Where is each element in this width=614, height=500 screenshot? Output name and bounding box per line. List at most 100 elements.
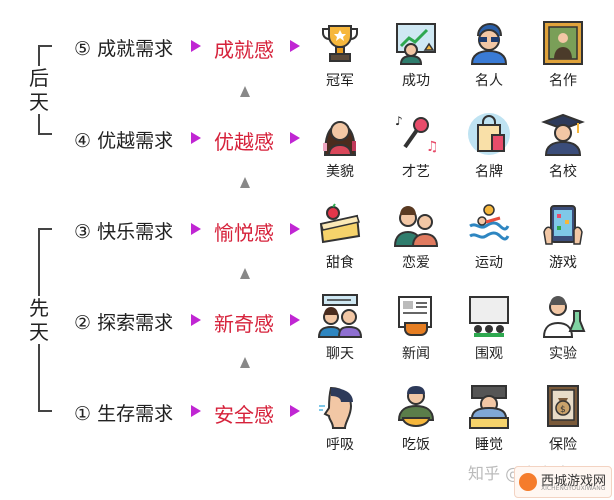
chat-icon [317,294,363,338]
innate-group-label: 先天 [27,296,51,344]
success-icon [396,23,436,65]
level-5-need-text: 成就需求 [97,38,174,60]
trophy-icon-cell: 冠军 [310,20,370,90]
celebrity-label: 名人 [475,73,503,89]
chat-label: 聊天 [326,346,354,362]
level-4-need-text: 优越需求 [97,130,174,152]
level-2-need: ② 探索需求 [74,308,173,335]
arrow-right-icon [191,405,201,417]
masterpiece-label: 名作 [549,73,577,89]
sleeping-icon-cell: 睡觉 [459,384,519,454]
level-3-feeling: 愉悦感 [214,221,274,245]
level-1-need: ① 生存需求 [74,399,173,426]
trophy-label: 冠军 [326,73,354,89]
level-4-number: ④ [74,130,92,152]
level-4-row: ④ 优越需求 优越感 [0,92,614,182]
university-icon [541,113,585,156]
level-2-row: ② 探索需求 新奇感 [0,274,614,364]
insurance-icon-cell: $ 保险 [533,384,593,454]
level-4-feeling: 优越感 [214,130,274,154]
arrow-up-icon [240,86,250,97]
sports-icon [469,204,510,241]
brand-icon [468,113,510,155]
site-logo-icon [519,473,537,491]
site-badge: 西城游戏网 XICHENGYOUXIWANG [514,466,612,498]
arrow-right-icon [191,314,201,326]
spectate-icon [469,296,509,337]
sleeping-icon [469,385,509,429]
svg-text:♪: ♪ [395,114,403,128]
romance-icon-cell: 恋爱 [386,202,446,272]
success-label: 成功 [402,73,430,89]
level-5-number: ⑤ [74,38,92,60]
masterpiece-icon-cell: 名作 [533,20,593,90]
level-3-number: ③ [74,221,92,243]
sports-label: 运动 [475,255,503,271]
celebrity-icon [470,22,508,65]
success-icon-cell: 成功 [386,20,446,90]
breathing-icon [319,386,353,429]
dessert-icon-cell: 甜食 [310,202,370,272]
sleeping-label: 睡觉 [475,437,503,453]
spectate-icon-cell: 围观 [459,293,519,363]
arrow-right-icon [290,40,300,52]
insurance-icon: $ [547,385,579,427]
arrow-right-icon [290,314,300,326]
beauty-label: 美貌 [326,164,354,180]
game-icon-cell: 游戏 [533,202,593,272]
romance-icon [393,206,439,247]
experiment-label: 实验 [549,346,577,362]
level-5-row: ⑤ 成就需求 成就感 [0,0,614,90]
experiment-icon-cell: 实验 [533,293,593,363]
news-icon [398,296,432,336]
breathing-icon-cell: 呼吸 [310,384,370,454]
svg-text:♫: ♫ [426,139,439,155]
level-5-feeling: 成就感 [214,38,274,62]
masterpiece-icon [543,21,583,65]
svg-text:$: $ [560,405,566,415]
acquired-group-label: 后天 [27,66,51,114]
eating-icon-cell: 吃饭 [386,384,446,454]
trophy-icon [322,25,358,62]
level-1-number: ① [74,403,92,425]
news-icon-cell: 新闻 [386,293,446,363]
beauty-icon-cell: 美貌 [310,111,370,181]
site-url: XICHENGYOUXIWANG [541,485,606,492]
arrow-up-icon [240,357,250,368]
talent-icon: ♪ ♫ [395,114,439,155]
level-1-row: ① 生存需求 安全感 [0,365,614,455]
arrow-right-icon [191,223,201,235]
experiment-icon [542,296,586,338]
dessert-icon [319,203,361,244]
level-1-feeling: 安全感 [214,403,274,427]
romance-label: 恋爱 [402,255,430,271]
brand-icon-cell: 名牌 [459,111,519,181]
celebrity-icon-cell: 名人 [459,20,519,90]
arrow-right-icon [191,132,201,144]
insurance-label: 保险 [549,437,577,453]
eating-label: 吃饭 [402,437,430,453]
level-4-need: ④ 优越需求 [74,126,173,153]
game-icon [543,205,583,245]
level-3-row: ③ 快乐需求 愉悦感 [0,183,614,273]
arrow-up-icon [240,177,250,188]
dessert-label: 甜食 [326,255,354,271]
university-label: 名校 [549,164,577,180]
university-icon-cell: 名校 [533,111,593,181]
level-3-need-text: 快乐需求 [97,221,174,243]
arrow-up-icon [240,268,250,279]
talent-icon-cell: ♪ ♫ 才艺 [386,111,446,181]
arrow-right-icon [191,40,201,52]
arrow-right-icon [290,405,300,417]
talent-label: 才艺 [402,164,430,180]
breathing-label: 呼吸 [326,437,354,453]
sports-icon-cell: 运动 [459,202,519,272]
level-1-need-text: 生存需求 [97,403,174,425]
level-2-need-text: 探索需求 [97,312,174,334]
news-label: 新闻 [402,346,430,362]
chat-icon-cell: 聊天 [310,293,370,363]
site-name: 西城游戏网 [541,474,607,489]
level-2-feeling: 新奇感 [214,312,274,336]
game-label: 游戏 [549,255,577,271]
arrow-right-icon [290,223,300,235]
